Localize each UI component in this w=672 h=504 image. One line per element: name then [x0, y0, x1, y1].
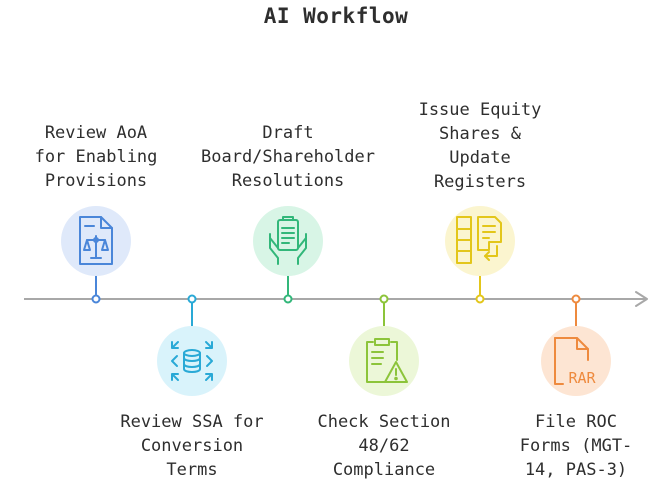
- svg-text:RAR: RAR: [568, 369, 596, 387]
- timeline-dot-step-3: [283, 294, 293, 304]
- timeline-arrowhead: [635, 291, 648, 307]
- step-6-label: File ROC Forms (MGT- 14, PAS-3): [519, 412, 633, 480]
- clipboard-hands-icon: [269, 216, 307, 265]
- diagram-title: AI Workflow: [263, 4, 409, 28]
- timeline-dot-step-6: [571, 294, 581, 304]
- timeline-dot-step-1: [91, 294, 101, 304]
- step-6-node: RAR: [541, 326, 611, 396]
- step-1-node: [61, 206, 131, 276]
- timeline-dot-step-5: [475, 294, 485, 304]
- database-expand-icon: [171, 341, 213, 381]
- step-2-node: [157, 326, 227, 396]
- step-4-label: Check Section 48/62 Compliance: [317, 412, 451, 480]
- step-5-node: [445, 206, 515, 276]
- document-scales-icon: [79, 216, 113, 265]
- step-2-label: Review SSA for Conversion Terms: [120, 412, 264, 480]
- step-4-node: [349, 326, 419, 396]
- step-3-label: Draft Board/Shareholder Resolutions: [201, 123, 375, 191]
- step-1-label: Review AoA for Enabling Provisions: [34, 123, 158, 191]
- clipboard-warning-icon: [366, 338, 408, 383]
- step-5-label: Issue Equity Shares & Update Registers: [418, 100, 542, 192]
- ledger-return-icon: [456, 216, 502, 264]
- step-3-node: [253, 206, 323, 276]
- timeline-dot-step-2: [187, 294, 197, 304]
- rar-file-icon: RAR: [554, 337, 597, 387]
- timeline-dot-step-4: [379, 294, 389, 304]
